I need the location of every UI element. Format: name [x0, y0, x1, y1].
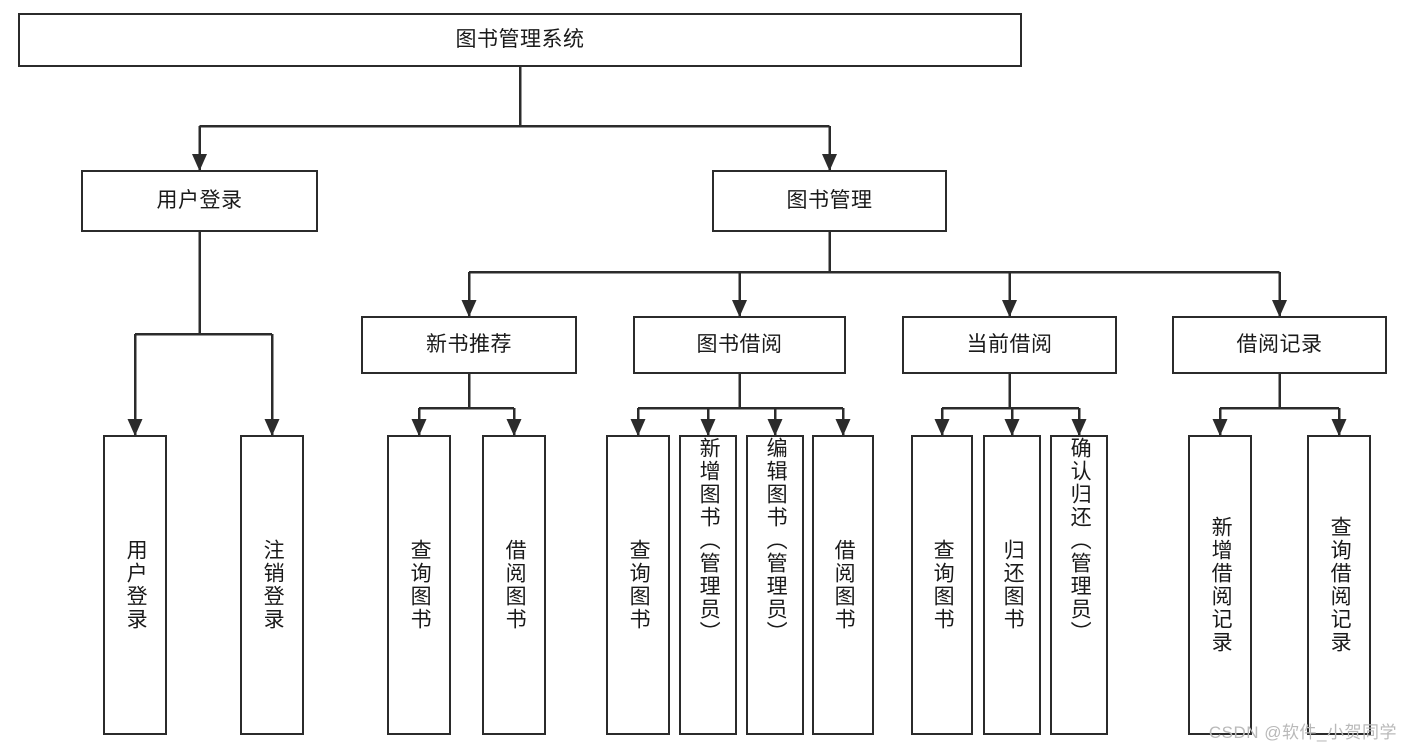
node-leaf-add-record[interactable]: 新增借阅记录	[1188, 435, 1252, 735]
node-label-book-borrow: 图书借阅	[696, 333, 783, 357]
node-label-new-book-recommend: 新书推荐	[426, 333, 512, 357]
node-label-root: 图书管理系统	[455, 28, 585, 52]
node-label-leaf-query-book-1: 查询图书	[408, 539, 432, 631]
node-new-book-recommend[interactable]: 新书推荐	[361, 316, 577, 374]
node-label-leaf-query-book-2: 查询图书	[627, 539, 651, 631]
node-leaf-user-login[interactable]: 用户登录	[103, 435, 167, 735]
node-leaf-edit-book[interactable]: 编辑图书（管理员）	[746, 435, 804, 735]
arrowhead-icon-current-borrow	[1002, 300, 1017, 317]
node-root[interactable]: 图书管理系统	[18, 13, 1022, 67]
arrowhead-icon-leaf-user-login	[127, 419, 143, 436]
arrowhead-icon-leaf-add-book	[700, 419, 716, 436]
arrowhead-icon-leaf-query-book-1	[411, 419, 427, 436]
arrowhead-icon-book-borrow	[732, 300, 747, 317]
node-borrow-record[interactable]: 借阅记录	[1172, 316, 1387, 374]
arrowhead-icon-leaf-query-book-3	[934, 419, 950, 436]
node-user-login[interactable]: 用户登录	[81, 170, 318, 232]
arrowhead-icon-leaf-query-book-2	[630, 419, 646, 436]
node-label-user-login: 用户登录	[156, 189, 243, 213]
arrowhead-icon-borrow-record	[1272, 300, 1287, 317]
node-label-leaf-add-record: 新增借阅记录	[1209, 516, 1233, 654]
node-label-leaf-add-book: 新增图书（管理员）	[697, 437, 721, 644]
node-current-borrow[interactable]: 当前借阅	[902, 316, 1117, 374]
node-leaf-return-book[interactable]: 归还图书	[983, 435, 1041, 735]
node-label-leaf-query-record: 查询借阅记录	[1328, 516, 1352, 654]
arrowhead-icon-leaf-edit-book	[767, 419, 783, 436]
arrowhead-icon-leaf-query-record	[1331, 419, 1347, 436]
arrowhead-icon-leaf-confirm-return	[1071, 419, 1087, 436]
arrowhead-icon-leaf-return-book	[1004, 419, 1020, 436]
node-leaf-borrow-book-1[interactable]: 借阅图书	[482, 435, 546, 735]
node-label-leaf-edit-book: 编辑图书（管理员）	[764, 437, 788, 644]
node-label-borrow-record: 借阅记录	[1236, 333, 1323, 357]
arrowhead-icon-user-login	[192, 154, 207, 171]
arrowhead-icon-leaf-add-record	[1212, 419, 1228, 436]
arrowhead-icon-new-book-recommend	[461, 300, 477, 317]
node-book-borrow[interactable]: 图书借阅	[633, 316, 846, 374]
node-label-leaf-user-logout: 注销登录	[261, 539, 285, 631]
node-label-leaf-borrow-book-2: 借阅图书	[832, 539, 856, 631]
node-label-leaf-query-book-3: 查询图书	[931, 539, 955, 631]
node-leaf-query-book-2[interactable]: 查询图书	[606, 435, 670, 735]
node-label-current-borrow: 当前借阅	[966, 333, 1053, 357]
arrowhead-icon-book-manage	[822, 154, 837, 171]
node-label-book-manage: 图书管理	[786, 189, 873, 213]
node-leaf-query-book-1[interactable]: 查询图书	[387, 435, 451, 735]
node-leaf-add-book[interactable]: 新增图书（管理员）	[679, 435, 737, 735]
node-leaf-confirm-return[interactable]: 确认归还（管理员）	[1050, 435, 1108, 735]
node-label-leaf-confirm-return: 确认归还（管理员）	[1068, 437, 1092, 644]
arrowhead-icon-leaf-borrow-book-1	[506, 419, 522, 436]
arrowhead-icon-leaf-borrow-book-2	[835, 419, 851, 436]
node-label-leaf-borrow-book-1: 借阅图书	[503, 539, 527, 631]
arrowhead-icon-leaf-user-logout	[264, 419, 280, 436]
node-label-leaf-return-book: 归还图书	[1001, 539, 1025, 631]
node-label-leaf-user-login: 用户登录	[124, 539, 148, 631]
node-leaf-user-logout[interactable]: 注销登录	[240, 435, 304, 735]
node-leaf-query-record[interactable]: 查询借阅记录	[1307, 435, 1371, 735]
node-leaf-query-book-3[interactable]: 查询图书	[911, 435, 973, 735]
node-book-manage[interactable]: 图书管理	[712, 170, 947, 232]
node-leaf-borrow-book-2[interactable]: 借阅图书	[812, 435, 874, 735]
